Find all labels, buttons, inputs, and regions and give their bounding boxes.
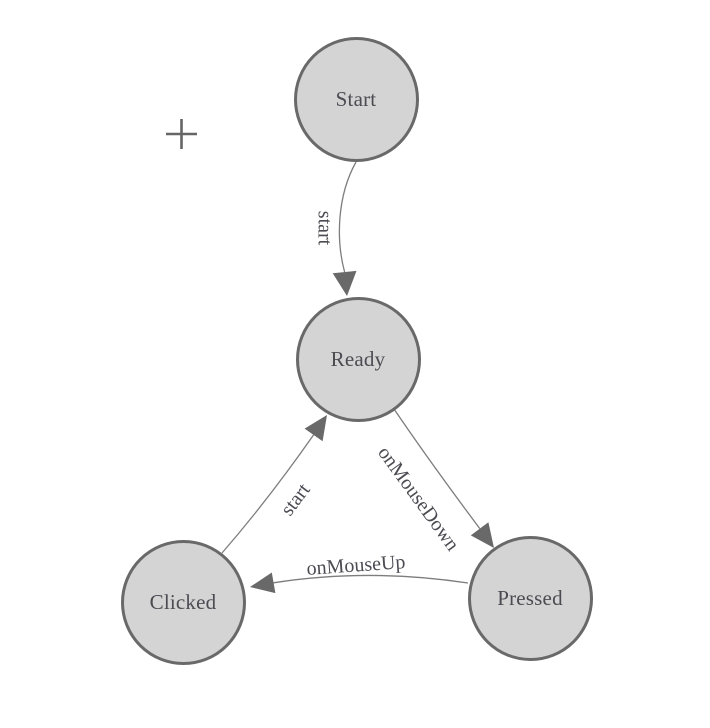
state-node-start-label: Start bbox=[335, 86, 377, 111]
state-node-start[interactable]: Start bbox=[293, 36, 419, 162]
edge-label-start-to-ready[interactable]: start bbox=[313, 210, 336, 246]
state-node-ready[interactable]: Ready bbox=[295, 296, 421, 422]
arrowhead-pressed-to-clicked[interactable] bbox=[250, 572, 276, 594]
edge-start-to-ready[interactable] bbox=[338, 161, 357, 273]
arrowhead-ready-to-pressed[interactable] bbox=[470, 522, 494, 548]
edge-pressed-to-clicked[interactable] bbox=[273, 574, 469, 584]
state-node-clicked-label: Clicked bbox=[149, 589, 217, 614]
edge-clicked-to-ready[interactable] bbox=[221, 434, 315, 554]
origin-marker-icon bbox=[166, 119, 197, 149]
arrowhead-start-to-ready[interactable] bbox=[332, 270, 357, 296]
state-node-ready-label: Ready bbox=[330, 346, 386, 371]
edge-ready-to-pressed[interactable] bbox=[393, 408, 481, 529]
arrowhead-clicked-to-ready[interactable] bbox=[304, 415, 327, 442]
state-node-clicked[interactable]: Clicked bbox=[120, 539, 246, 665]
state-node-pressed[interactable]: Pressed bbox=[467, 535, 593, 661]
state-node-pressed-label: Pressed bbox=[497, 585, 563, 610]
